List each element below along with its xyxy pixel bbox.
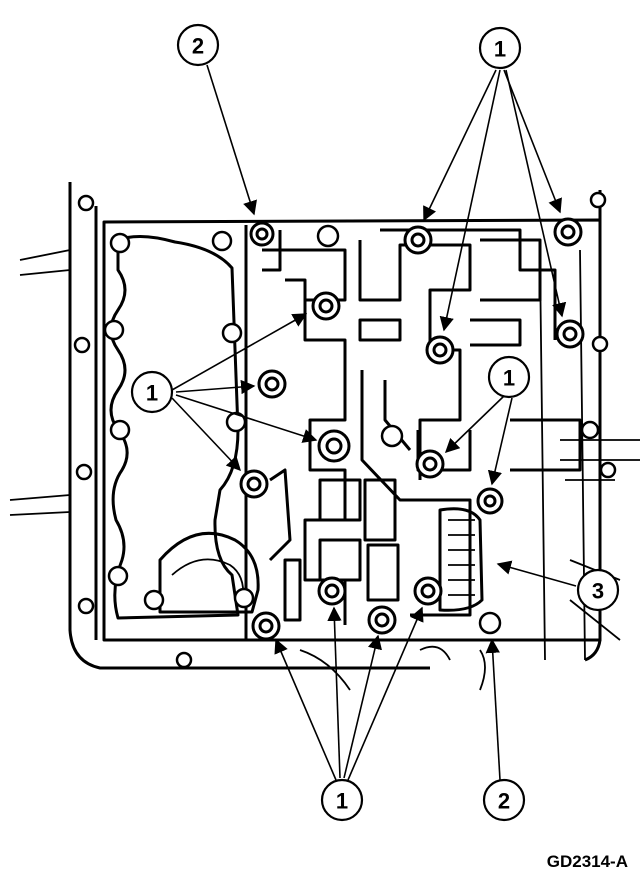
callout-label: 1 [494, 37, 506, 62]
cover-plate [102, 218, 602, 642]
hex-bolt [239, 217, 585, 641]
callout-label: 2 [192, 34, 204, 59]
plate-bolt [103, 224, 502, 635]
callout-label: 1 [503, 366, 515, 391]
callout-label: 3 [592, 579, 604, 604]
bolts [73, 191, 617, 669]
case-bolt [73, 191, 617, 669]
leader-lines [171, 64, 577, 781]
callout-1-bottom: 1 [320, 778, 364, 822]
callout-1-left: 1 [130, 370, 174, 414]
callout-3: 3 [576, 568, 620, 612]
figure-id: GD2314-A [546, 852, 628, 871]
callout-1-right: 1 [487, 355, 531, 399]
valve-body-channels [244, 225, 582, 691]
callout-label: 2 [498, 789, 510, 814]
callout-2-top: 2 [176, 23, 220, 67]
callout-1-top: 1 [478, 26, 522, 70]
callout-2-bottom: 2 [482, 778, 526, 822]
callout-label: 1 [336, 789, 348, 814]
callout-label: 1 [146, 381, 158, 406]
